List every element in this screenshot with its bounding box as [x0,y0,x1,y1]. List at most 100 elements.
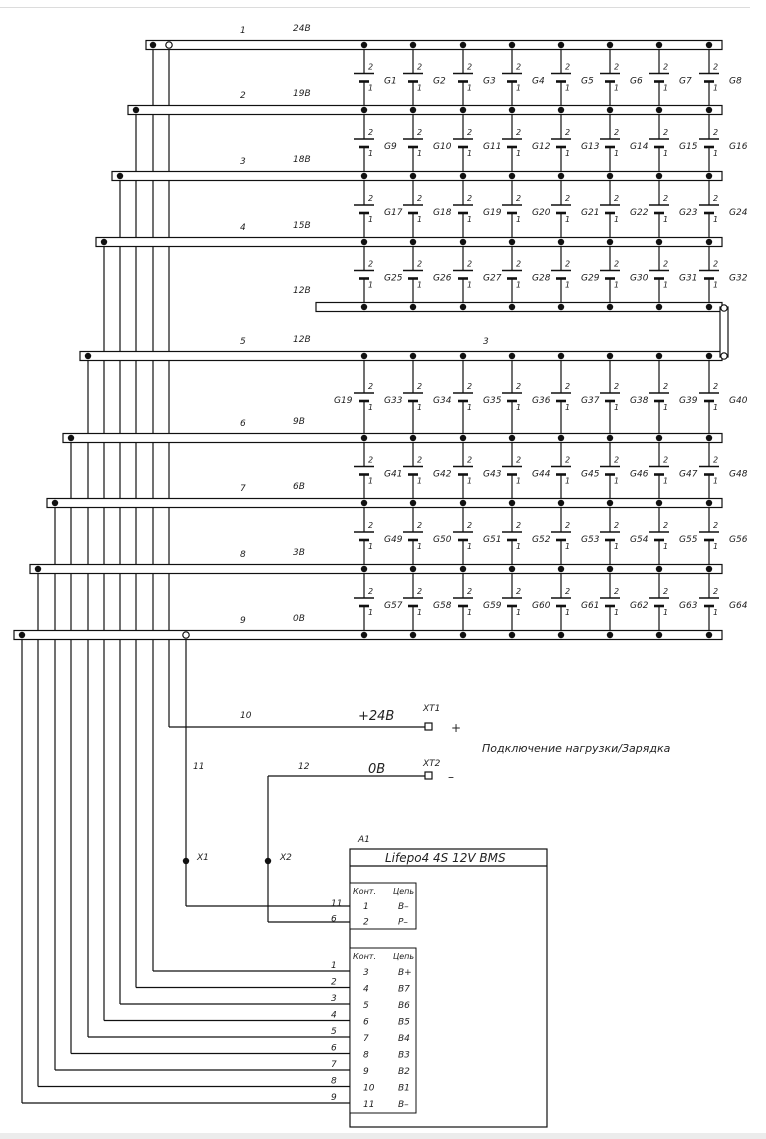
cell-pin-bottom: 1 [467,149,472,158]
bus-junction-dot [606,434,614,442]
table-2-net: B– [398,1100,409,1110]
table-2-net: B7 [398,985,410,995]
cell-pin-bottom: 1 [368,215,373,224]
cell-pin-top: 2 [565,194,570,203]
cell-pin-top: 2 [713,521,718,530]
cell-pin-top: 2 [663,194,668,203]
bus-junction-dot [606,303,614,311]
cell-pin-bottom: 1 [713,608,718,617]
cell-pin-bottom: 1 [663,403,668,412]
bus-bar [13,629,723,641]
zero-volt-label: 0В [368,762,385,777]
cell-pin-top: 2 [565,128,570,137]
cell-pin-top: 2 [614,587,619,596]
table-1-contact: 2 [363,918,369,928]
feeder-junction-dot [100,238,108,246]
cell-pin-bottom: 1 [516,403,521,412]
cell-pin-top: 2 [516,194,521,203]
bus-junction-dot [655,499,663,507]
cell-label: G16 [729,142,748,152]
bus-number: 1 [240,26,246,36]
cell-pin-top: 2 [467,194,472,203]
bus-bar [127,104,723,116]
bus-junction-dot [606,172,614,180]
cell-label: G23 [679,208,698,218]
table-2-contact: 5 [363,1001,369,1011]
cell-pin-top: 2 [368,194,373,203]
cell-pin-bottom: 1 [565,403,570,412]
load-charge-caption: Подключение нагрузки/Зарядка [482,742,671,755]
cell-pin-bottom: 1 [614,403,619,412]
cell-label: G6 [630,77,643,87]
bus-junction-dot [655,41,663,49]
bms-title: Lifepo4 4S 12V BMS [385,851,506,865]
bus-junction-dot [360,499,368,507]
cell-pin-bottom: 1 [663,281,668,290]
table-2-contact: 11 [363,1100,374,1110]
bus-number: 3 [240,157,246,167]
cell-pin-top: 2 [713,260,718,269]
cell-pin-bottom: 1 [417,281,422,290]
cell-label: G38 [630,396,649,406]
cell-pin-bottom: 1 [614,542,619,551]
cell-label: G35 [483,396,502,406]
table-2-contact: 9 [363,1067,369,1077]
bms-table-2 [349,947,417,1114]
cell-pin-bottom: 1 [713,281,718,290]
bus-bar [46,497,723,509]
bus-junction-dot [508,172,516,180]
bus-junction-dot [508,106,516,114]
cell-pin-bottom: 1 [368,403,373,412]
xt1-label: XT1 [422,704,440,714]
table-2-contact: 10 [363,1084,375,1094]
cell-label: G49 [384,535,403,545]
bus-bar [79,350,723,362]
cell-pin-bottom: 1 [516,281,521,290]
table-2-net: B4 [398,1034,410,1044]
bus-junction-dot [508,303,516,311]
cell-pin-bottom: 1 [614,149,619,158]
cell-pin-top: 2 [516,382,521,391]
table-2-contact: 8 [363,1051,369,1061]
cell-pin-bottom: 1 [368,149,373,158]
feeder-junction-dot [51,499,59,507]
bus-voltage: 9В [293,417,305,427]
bus-junction-dot [409,565,417,573]
cell-label: G9 [384,142,397,152]
cell-pin-top: 2 [417,456,422,465]
cell-pin-top: 2 [713,63,718,72]
bus-junction-dot [459,172,467,180]
cell-label: G59 [483,601,502,611]
bus-junction-dot [557,565,565,573]
cell-label: G36 [532,396,551,406]
bus-number: 8 [240,550,246,560]
cell-pin-bottom: 1 [614,215,619,224]
bus-junction-dot [459,106,467,114]
feeder-junction-dot [34,565,42,573]
bus-junction-dot [606,499,614,507]
bus-junction-dot [705,303,713,311]
cell-label: G47 [679,470,698,480]
cell-label: G3 [483,77,496,87]
cell-label: G11 [483,142,501,152]
cell-label: G52 [532,535,551,545]
cell-label: G27 [483,274,502,284]
cell-pin-bottom: 1 [417,608,422,617]
table-1-contact: 1 [363,902,369,912]
bus-bar [111,170,723,182]
x1-label: X1 [196,853,209,863]
table-2-contact: 7 [363,1034,369,1044]
cell-pin-bottom: 1 [565,608,570,617]
cell-label: G40 [729,396,748,406]
bus-junction-dot [360,565,368,573]
bus-junction-dot [409,352,417,360]
feeder-junction-dot [84,352,92,360]
cell-pin-bottom: 1 [417,84,422,93]
cell-label: G57 [384,601,403,611]
cell-label: G60 [532,601,551,611]
cell-pin-bottom: 1 [467,281,472,290]
cell-pin-bottom: 1 [565,542,570,551]
cell-label: G7 [679,77,692,87]
cell-label: G8 [729,77,742,87]
bus-junction-dot [360,106,368,114]
